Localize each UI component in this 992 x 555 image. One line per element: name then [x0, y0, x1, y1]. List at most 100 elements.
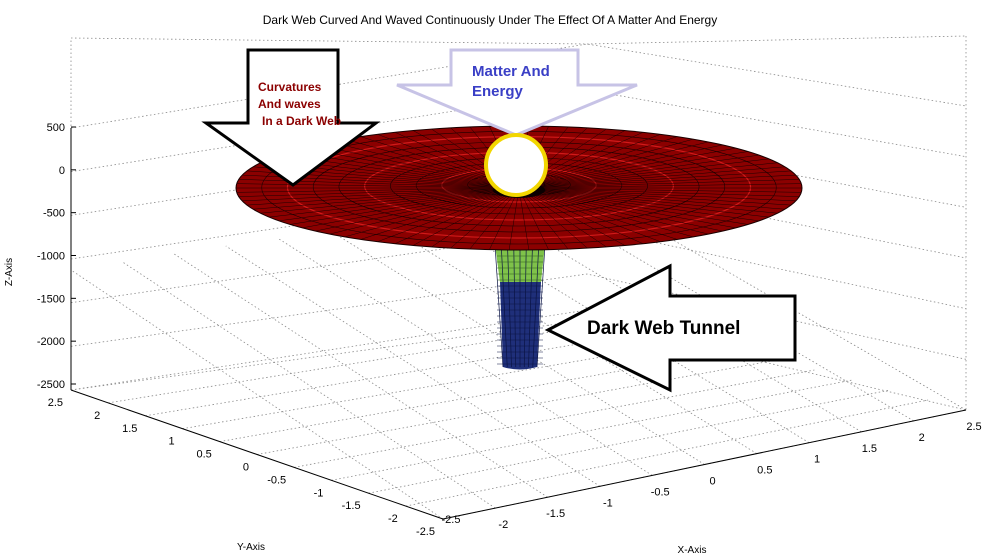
web-spoke: [538, 183, 802, 188]
y-tick-label: -2: [388, 513, 398, 525]
web-spoke: [344, 138, 507, 185]
web-spoke: [537, 162, 778, 187]
chart-title: Dark Web Curved And Waved Continuously U…: [263, 13, 717, 27]
z-tick-label: 500: [47, 122, 65, 134]
web-spoke: [531, 138, 694, 185]
y-ticks: 2.521.510.50-0.5-1-1.5-2-2.5: [48, 397, 435, 538]
web-spoke: [344, 191, 507, 238]
web-spoke: [329, 191, 506, 235]
x-tick-label: -1.5: [546, 508, 565, 520]
web-spoke: [431, 192, 513, 248]
web-spoke: [360, 136, 508, 185]
web-spoke: [537, 189, 785, 210]
web-spoke: [522, 192, 569, 250]
y-tick-label: 0: [243, 462, 249, 474]
y-grid-line: [294, 369, 815, 468]
web-spoke: [315, 191, 505, 232]
matter-label-line2: Energy: [472, 83, 524, 100]
z-grid-line: [70, 273, 967, 360]
web-spoke: [238, 188, 500, 197]
web-spoke: [537, 189, 778, 214]
x-grid-line: [535, 197, 914, 422]
x-tick-label: -2: [498, 519, 508, 531]
web-spoke: [329, 141, 506, 185]
web-spoke: [450, 192, 515, 249]
web-spoke: [538, 188, 802, 193]
x-axis-label: X-Axis: [678, 545, 707, 555]
web-spoke: [269, 190, 502, 218]
web-spoke: [538, 179, 800, 188]
y-grid-line: [256, 359, 777, 455]
web-spoke: [533, 144, 723, 185]
web-spoke: [535, 190, 748, 225]
y-axis-label: Y-Axis: [237, 542, 265, 553]
matter-energy-arrow: Matter And Energy: [396, 48, 638, 137]
x-tick-label: 0: [709, 476, 715, 488]
matter-energy-sphere: [484, 133, 548, 197]
web-spoke: [538, 170, 792, 187]
tunnel-arrow-shape: [544, 263, 797, 393]
web-spoke: [531, 191, 694, 238]
x-tick-label: -0.5: [651, 486, 670, 498]
y-grid-line: [405, 399, 929, 507]
web-spoke: [508, 192, 519, 251]
y-tick-label: 1.5: [122, 423, 137, 435]
y-tick-label: 2.5: [48, 397, 63, 409]
web-spoke: [534, 147, 736, 186]
web-spoke: [469, 192, 516, 250]
tunnel-mesh-line: [532, 244, 540, 368]
web-spoke: [290, 190, 503, 225]
y-grid-line: [70, 309, 588, 391]
y-grid-line: [368, 389, 891, 494]
web-spoke: [536, 190, 769, 218]
web-spoke: [302, 190, 504, 229]
y-tick-label: -2.5: [416, 526, 435, 538]
y-grid-line: [331, 379, 853, 481]
web-spoke: [360, 191, 508, 240]
x-grid-line: [483, 205, 862, 433]
curvature-arrow: Curvatures And waves In a Dark Web: [201, 48, 381, 187]
web-spoke: [527, 132, 644, 184]
z-tick-label: -2000: [37, 336, 65, 348]
web-spoke: [538, 188, 796, 202]
x-tick-label: 2: [919, 432, 925, 444]
web-spoke: [238, 179, 500, 188]
web-spoke: [535, 190, 760, 222]
y-tick-label: -1.5: [342, 500, 361, 512]
axis-layer: [70, 128, 967, 520]
tunnel-mesh-line: [507, 244, 512, 368]
web-spoke: [519, 192, 530, 251]
web-spoke: [538, 188, 800, 197]
web-spoke: [242, 188, 500, 202]
curvature-label-line2: And waves: [258, 97, 321, 111]
x-axis-line: [442, 409, 967, 520]
web-spoke: [236, 183, 500, 188]
y-grid-line: [108, 319, 625, 404]
tunnel-mesh-line: [494, 244, 504, 368]
x-tick-label: -2.5: [442, 514, 461, 526]
web-spoke: [412, 192, 512, 246]
web-spoke: [530, 191, 678, 240]
curvature-label-line1: Curvatures: [258, 80, 322, 94]
z-tick-label: -2500: [37, 379, 65, 391]
web-spoke: [253, 189, 501, 210]
web-spoke: [489, 192, 518, 250]
web-spoke: [532, 141, 709, 185]
tunnel-mesh-line: [523, 244, 527, 368]
y-tick-label: -1: [314, 487, 324, 499]
tunnel-mesh-line: [536, 244, 546, 368]
web-spoke: [526, 192, 626, 246]
web-spoke: [260, 189, 501, 214]
z-tick-label: 0: [59, 165, 65, 177]
web-spoke: [394, 192, 511, 244]
web-spoke: [377, 192, 510, 242]
x-ticks: -2.5-2-1.5-1-0.500.511.522.5: [442, 421, 982, 531]
y-axis-line: [70, 389, 444, 520]
tunnel-mesh: [494, 244, 546, 368]
x-tick-label: -1: [603, 497, 613, 509]
y-tick-label: 2: [94, 410, 100, 422]
x-grid-line: [277, 237, 653, 476]
web-spoke: [246, 189, 500, 206]
web-spoke: [315, 144, 505, 185]
x-grid-line: [70, 269, 444, 520]
